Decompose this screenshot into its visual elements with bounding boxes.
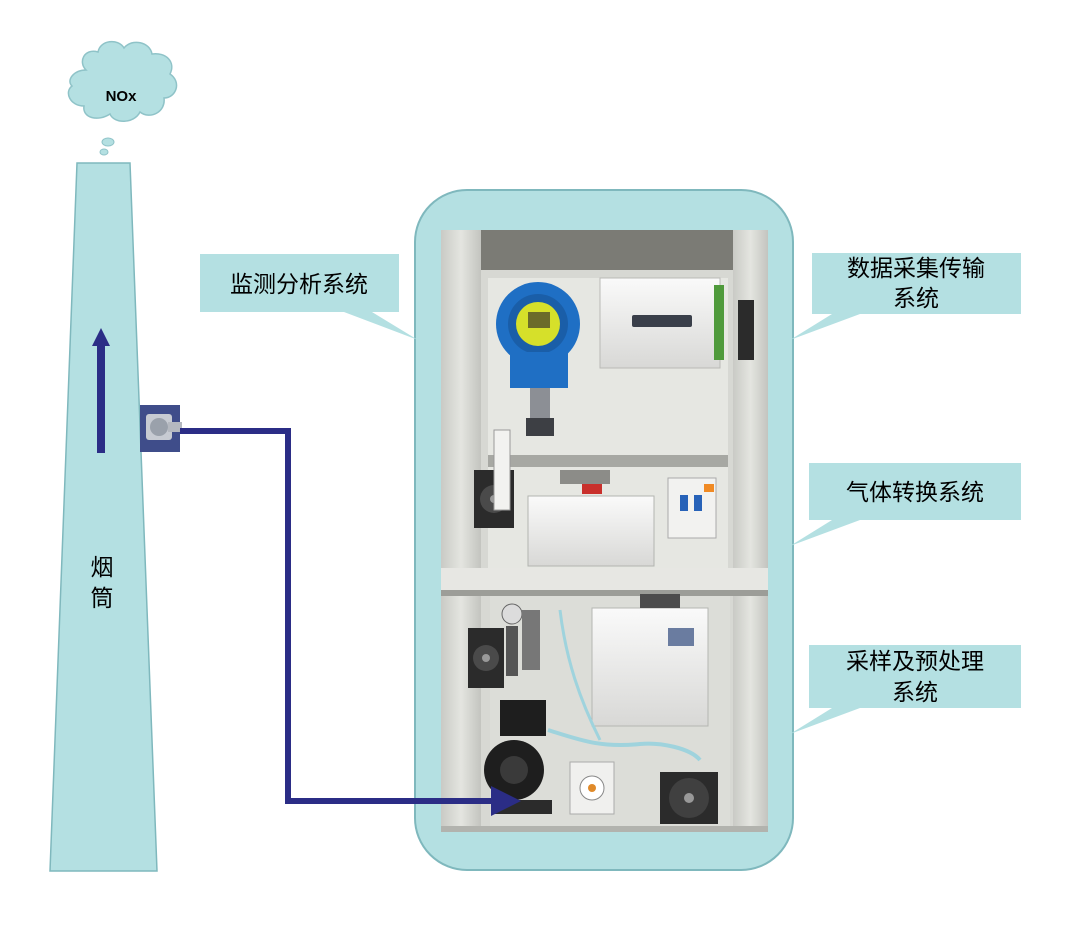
callout-gas: 气体转换系统 <box>790 463 1021 546</box>
sampling-probe <box>140 405 182 452</box>
callout-sampling-label-1: 采样及预处理 <box>846 649 984 675</box>
peristaltic-pump <box>569 761 615 815</box>
filter-regulator <box>501 603 540 676</box>
cooling-fan-lower <box>468 628 504 688</box>
condenser-box <box>591 594 709 727</box>
sample-tubing <box>547 728 702 762</box>
circuit-breaker <box>667 477 717 539</box>
sample-tubing-2 <box>558 609 602 741</box>
sample-pipe <box>180 428 521 816</box>
callout-monitoring-label: 监测分析系统 <box>230 272 368 298</box>
nox-cloud: NOx <box>67 40 178 156</box>
cabinet-photo <box>441 230 768 832</box>
chimney <box>49 162 158 872</box>
gas-detector <box>496 282 580 436</box>
callout-data-label-2: 系统 <box>893 286 939 312</box>
nox-label: NOx <box>106 88 138 105</box>
chimney-label-1: 烟 <box>91 555 114 581</box>
flowmeter <box>493 429 511 511</box>
cooling-fan-bottom <box>660 772 718 824</box>
up-arrow-shaft <box>97 343 105 453</box>
data-acquisition-unit <box>599 277 754 369</box>
callout-data: 数据采集传输 系统 <box>790 253 1021 340</box>
gas-converter-box <box>527 470 655 567</box>
chimney-label-2: 筒 <box>91 586 114 612</box>
sample-pump <box>484 700 552 814</box>
callout-monitoring: 监测分析系统 <box>200 254 418 340</box>
callout-data-label-1: 数据采集传输 <box>847 256 985 282</box>
callout-sampling-label-2: 系统 <box>892 680 938 706</box>
callout-gas-label: 气体转换系统 <box>846 480 984 506</box>
up-arrow-icon <box>92 328 110 346</box>
callout-sampling: 采样及预处理 系统 <box>790 645 1021 734</box>
